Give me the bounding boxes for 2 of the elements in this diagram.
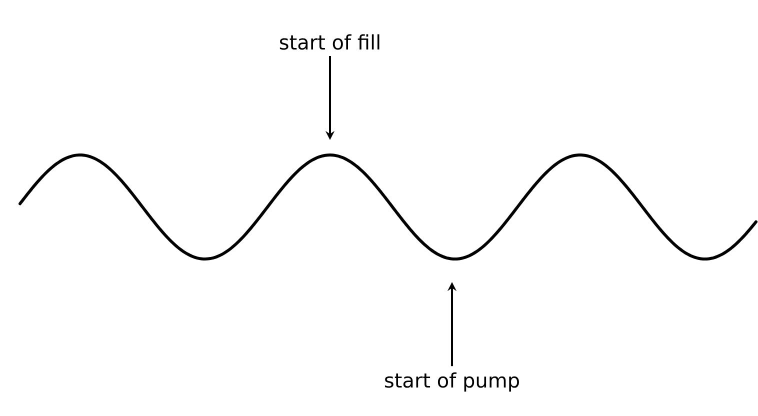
callout-text: start of pump — [385, 372, 519, 392]
callout-text: start of fill — [280, 34, 380, 50]
